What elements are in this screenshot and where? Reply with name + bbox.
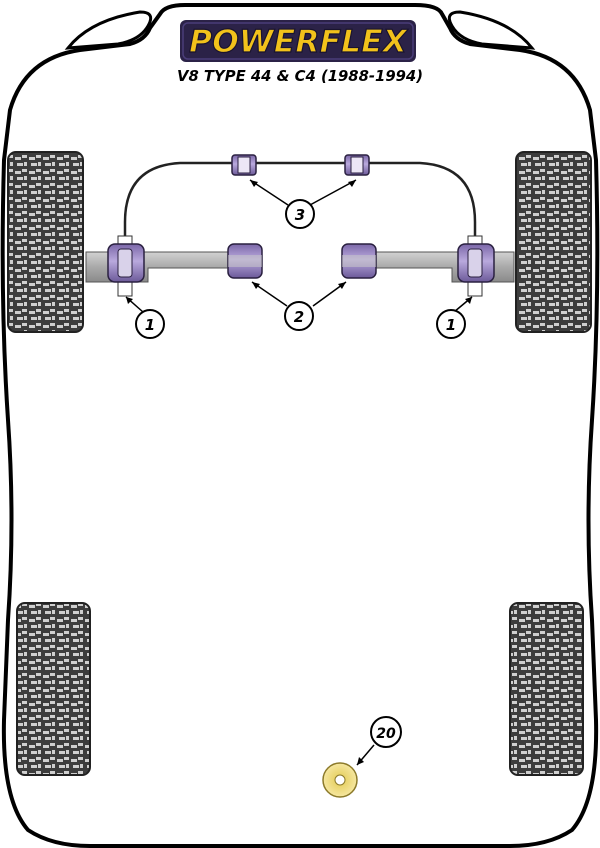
callout-20: 20 bbox=[370, 716, 402, 748]
gearbox-mount bbox=[322, 762, 358, 798]
front-wishbone-bush-left bbox=[227, 243, 263, 279]
front-wishbone-bush-right bbox=[341, 243, 377, 279]
anti-roll-bar-bush-right bbox=[344, 154, 370, 176]
anti-roll-bar bbox=[123, 161, 477, 248]
callout-2-label: 2 bbox=[294, 308, 304, 326]
front-right-tyre bbox=[515, 151, 592, 333]
callout-20-label: 20 bbox=[376, 726, 396, 742]
right-headlight bbox=[447, 10, 536, 50]
axle-centre bbox=[232, 252, 368, 266]
drop-link-bush-left bbox=[107, 235, 145, 297]
left-headlight bbox=[64, 10, 153, 50]
logo-wordmark: POWERFLEX bbox=[189, 24, 409, 60]
vehicle-title: V8 TYPE 44 & C4 (1988-1994) bbox=[177, 67, 423, 85]
rear-left-tyre bbox=[16, 602, 91, 776]
callout-3-label: 3 bbox=[295, 206, 305, 224]
callout-1-left: 1 bbox=[135, 309, 165, 339]
powerflex-logo: POWERFLEX bbox=[180, 20, 416, 62]
callout-3: 3 bbox=[285, 199, 315, 229]
callout-1-right: 1 bbox=[436, 309, 466, 339]
arrow-heads bbox=[126, 180, 472, 765]
front-left-tyre bbox=[7, 151, 84, 333]
rear-right-tyre bbox=[509, 602, 584, 776]
callout-1-left-label: 1 bbox=[145, 316, 155, 334]
callout-2: 2 bbox=[284, 301, 314, 331]
anti-roll-bar-bush-left bbox=[231, 154, 257, 176]
drop-link-bush-right bbox=[457, 235, 495, 297]
callout-1-right-label: 1 bbox=[446, 316, 456, 334]
